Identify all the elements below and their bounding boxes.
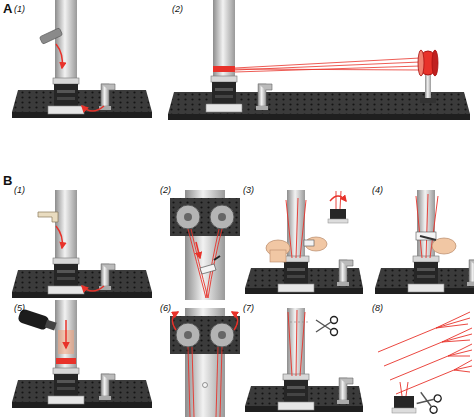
panel-b3: [245, 190, 363, 294]
step-number: (1): [14, 5, 25, 14]
panel-b5: [12, 300, 152, 408]
panel-b8: [378, 312, 472, 414]
panel-a1: [12, 0, 152, 118]
step-number: (4): [372, 186, 383, 195]
step-number: (8): [372, 304, 383, 313]
panel-letter: A: [3, 2, 12, 15]
panel-a2: [168, 0, 470, 120]
step-number: (5): [14, 304, 25, 313]
panel-b1: [12, 190, 152, 298]
step-number: (7): [243, 304, 254, 313]
step-number: (2): [172, 5, 183, 14]
panel-b6: [170, 308, 240, 417]
step-number: (3): [243, 186, 254, 195]
step-number: (2): [160, 186, 171, 195]
panel-b2: [170, 190, 240, 300]
panel-b4: [375, 190, 474, 294]
step-number: (1): [14, 186, 25, 195]
step-number: (6): [160, 304, 171, 313]
panel-letter: B: [3, 174, 12, 187]
panel-b7: [245, 308, 363, 412]
